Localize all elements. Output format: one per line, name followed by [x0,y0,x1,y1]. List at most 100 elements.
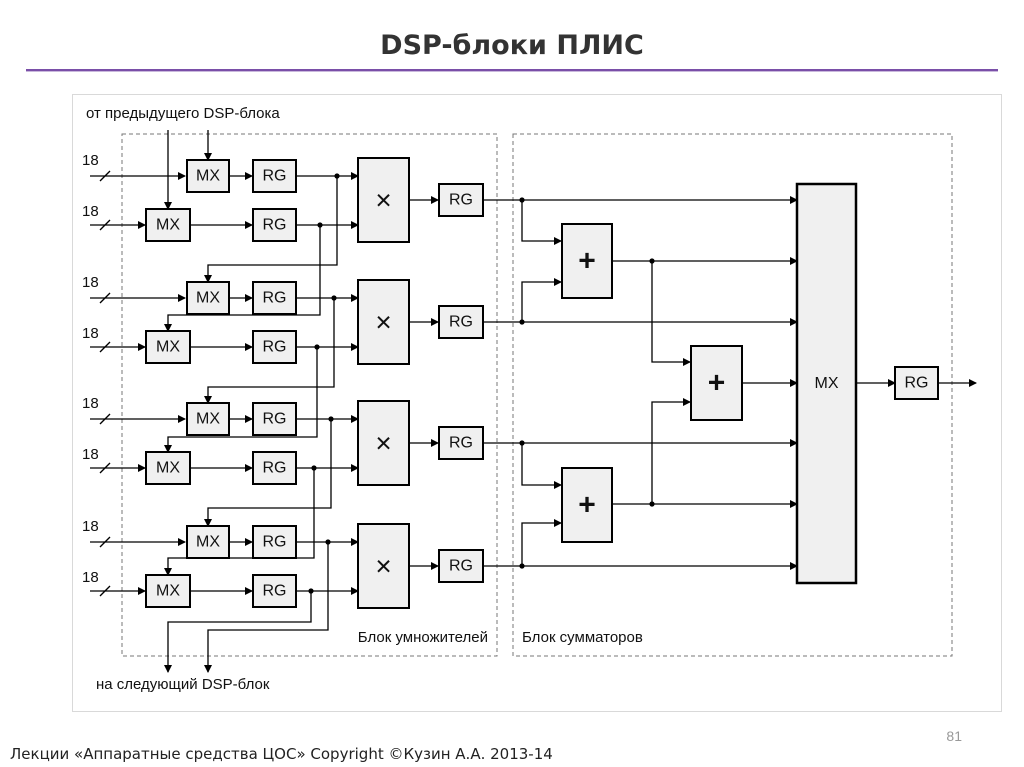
rg-b-4: RG [252,574,297,608]
rg-a-4-body [252,525,297,559]
rg-a-4-label: RG [263,534,287,551]
page-number: 81 [946,728,962,744]
bus-width-label-b-4: 18 [82,569,99,586]
rg-mult-2-label: RG [449,314,473,331]
rg-a-2: RG [252,281,297,315]
rg-b-3-body [252,451,297,485]
cascade-out-b [164,591,312,673]
output-mx: MX [795,182,858,585]
bus-width-label-b-1: 18 [82,203,99,220]
mx-a-4: MX [186,525,230,559]
rg-b-3: RG [252,451,297,485]
adder-2: + [561,467,613,543]
mx-a-1: MX [186,159,230,193]
adder-1: + [561,223,613,299]
rg-mult-2: RG [438,305,484,339]
rg-a-3-label: RG [263,411,287,428]
adder-block-region [512,133,953,657]
adder-2-label: + [578,489,596,522]
rg-mult-3-body [438,426,484,460]
rg-a-2-label: RG [263,290,287,307]
mult4-to-adder2 [521,519,562,565]
output-mx-label: MX [815,375,839,392]
rg-mult-4-body [438,549,484,583]
cascade-a-2-to-3 [204,298,335,404]
bus-slash [99,413,111,425]
rg-b-1-body [252,208,297,242]
multiplier-block-region [121,133,498,657]
title-underline-shadow [26,71,998,72]
mx-a-3: MX [186,402,230,436]
output-mx-body [795,182,858,585]
bus-width-label-b-2: 18 [82,325,99,342]
mx-b-3-body [145,451,191,485]
rg-a-1-body [252,159,297,193]
rg-b-1-label: RG [263,217,287,234]
rg-a-2-body [252,281,297,315]
bus-width-label-a-4: 18 [82,518,99,535]
mx-a-1-label: MX [196,168,220,185]
rg-mult-3: RG [438,426,484,460]
adder-3: + [690,345,743,421]
wires-layer [90,130,977,673]
mult3-to-adder2 [521,443,562,489]
blocks-layer: MX MX RG RG × RG MX MX RG RG × RG MX MX RG RG × RG MX MX RG R… [145,157,939,609]
label-adder-block: Блок сумматоров [522,629,643,646]
rg-b-4-label: RG [263,583,287,600]
mx-a-2-body [186,281,230,315]
rg-b-1: RG [252,208,297,242]
rg-b-2: RG [252,330,297,364]
bus-slash [99,219,111,231]
multiplier-2: × [357,279,410,365]
rg-mult-1-label: RG [449,192,473,209]
mult2-to-adder1 [521,278,562,322]
adder2-to-adder3 [651,398,691,504]
bus-slash [99,292,111,304]
mx-a-4-label: MX [196,534,220,551]
rg-a-3-body [252,402,297,436]
multiplier-4-body [357,523,410,609]
rg-mult-3-label: RG [449,435,473,452]
bus-width-label-a-3: 18 [82,395,99,412]
bus-width-label-a-2: 18 [82,274,99,291]
multiplier-2-label: × [375,307,391,338]
rg-b-4-body [252,574,297,608]
mx-b-2-body [145,330,191,364]
multiplier-1-label: × [375,185,391,216]
dsp-block-diagram: MX MX RG RG × RG MX MX RG RG × RG MX MX RG RG × RG MX MX RG R… [82,105,977,693]
multiplier-1: × [357,157,410,243]
mx-a-2-label: MX [196,290,220,307]
adder1-to-adder3 [651,261,691,366]
mx-a-2: MX [186,281,230,315]
output-rg-body [894,366,939,400]
diagram-frame [72,94,1002,712]
multiplier-4-label: × [375,551,391,582]
mx-a-1-body [186,159,230,193]
bus-slash [99,462,111,474]
rg-a-3: RG [252,402,297,436]
multiplier-4: × [357,523,410,609]
rg-mult-1-body [438,183,484,217]
cascade-b-1-to-2 [164,225,321,332]
mx-a-3-body [186,402,230,436]
mx-b-2: MX [145,330,191,364]
rg-mult-2-body [438,305,484,339]
rg-mult-1: RG [438,183,484,217]
mx-b-4-label: MX [156,583,180,600]
cascade-a-1-to-2 [204,176,338,283]
output-rg-label: RG [905,375,929,392]
rg-b-2-label: RG [263,339,287,356]
rg-a-4: RG [252,525,297,559]
output-rg: RG [894,366,939,400]
bus-width-label-a-1: 18 [82,152,99,169]
bus-slash [99,585,111,597]
multiplier-1-body [357,157,410,243]
bus-slash [99,170,111,182]
rg-b-2-body [252,330,297,364]
bus-slash [99,536,111,548]
cascade-out-a [204,542,329,673]
mx-b-3: MX [145,451,191,485]
bus-width-label-b-3: 18 [82,446,99,463]
mx-b-1-body [145,208,191,242]
mx-a-3-label: MX [196,411,220,428]
